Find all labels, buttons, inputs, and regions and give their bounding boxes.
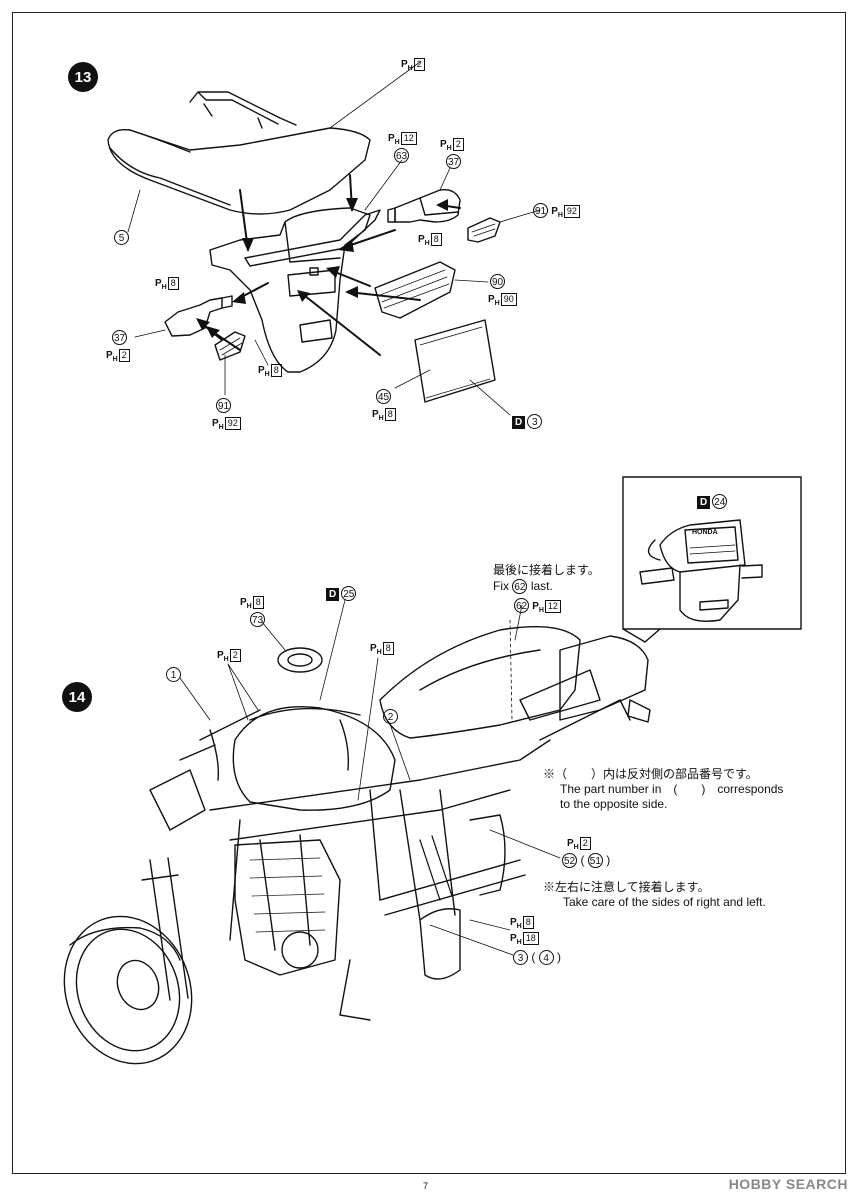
part-5-callout: 5 <box>114 230 129 245</box>
part-52-51-callout: 52 ( 51 ) <box>562 853 611 868</box>
note-sides-en: Take care of the sides of right and left… <box>563 895 766 909</box>
note-opposite-jp: ※（ ）内は反対側の部品番号です。 <box>543 767 758 781</box>
note-fix-last-en: Fix 62 last. <box>493 579 553 594</box>
part-37-left-callout: 37 <box>112 330 128 345</box>
watermark: HOBBY SEARCH <box>728 1176 848 1192</box>
part-2-callout: 2 <box>383 709 398 724</box>
tail-cowl-drawing <box>107 61 541 416</box>
part-73-callout: 73 <box>250 612 266 627</box>
step-14-badge: 14 <box>62 682 92 712</box>
part-1-callout: 1 <box>166 667 181 682</box>
inset-brand-text: HONDA <box>692 529 718 536</box>
note-opposite-en-1: The part number in ( ) corresponds <box>560 782 784 796</box>
part-45-callout: 45 <box>376 389 392 404</box>
motorcycle-drawing <box>63 599 651 1065</box>
step-13-badge: 13 <box>68 62 98 92</box>
page-frame <box>12 12 846 1174</box>
note-opposite-en-2: to the opposite side. <box>560 797 668 811</box>
part-91-left-callout: 91 <box>216 398 232 413</box>
part-3-4-callout: 3 ( 4 ) <box>513 950 561 965</box>
note-fix-last-jp: 最後に接着します。 <box>493 563 600 577</box>
part-63-callout: 63 <box>394 148 410 163</box>
note-sides-jp: ※左右に注意して接着します。 <box>543 880 710 894</box>
inset-detail <box>622 476 802 643</box>
page-number: 7 <box>423 1181 429 1191</box>
part-37-right-callout: 37 <box>446 154 462 169</box>
part-90-callout: 90 <box>490 274 506 289</box>
